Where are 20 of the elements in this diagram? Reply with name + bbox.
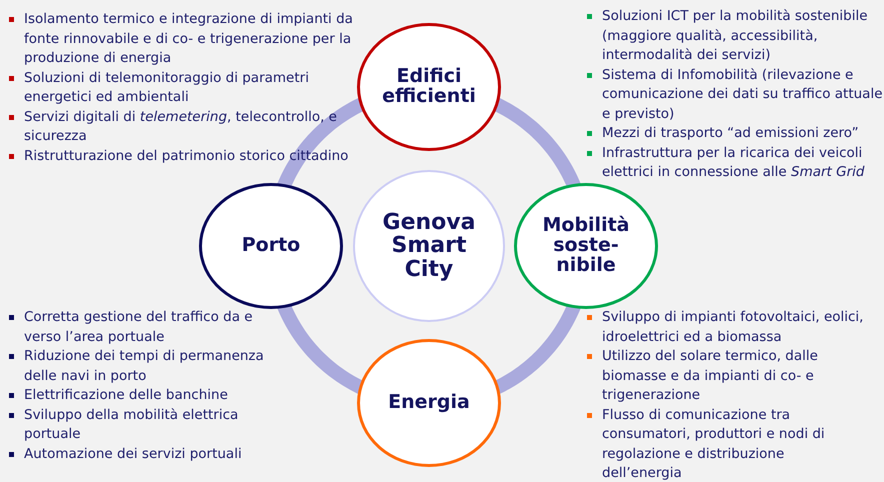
bullet-item: Corretta gestione del traffico da e verso l’area portuale bbox=[8, 308, 293, 347]
bullet-item: Isolamento termico e integrazione di impianti da fonte rinnovabile e di co- e trigenerazione per la produzione di energia bbox=[8, 10, 353, 68]
bullet-item: Sistema di Infomobilità (rilevazione e comunicazione dei dati su traffico attuale e previsto) bbox=[586, 66, 884, 124]
bullet-item: Elettrificazione delle banchine bbox=[8, 386, 293, 406]
bullet-item: Soluzioni ICT per la mobilità sostenibile (maggiore qualità, accessibilità, intermodalità dei servizi) bbox=[586, 7, 884, 66]
bullet-item: Servizi digitali di telemetering, telecontrollo, e sicurezza bbox=[8, 108, 353, 146]
bullet-item: Flusso di comunicazione tra consumatori, produttori e nodi di regolazione e distribuzione dell’energia bbox=[586, 406, 868, 482]
bullet-item: Automazione dei servizi portuali bbox=[8, 444, 293, 464]
circle-label: Genova Smart City bbox=[382, 211, 476, 281]
circle-label: Edifici efficienti bbox=[381, 67, 477, 107]
bullet-item: Infrastruttura per la ricarica dei veicoli elettrici in connessione alle Smart Grid bbox=[586, 144, 884, 182]
circle-label: Mobilità soste- nibile bbox=[541, 216, 630, 276]
bullet-item: Sviluppo della mobilità elettrica portuale bbox=[8, 406, 293, 444]
bullet-item: Riduzione dei tempi di permanenza delle navi in porto bbox=[8, 347, 293, 386]
bullet-item: Sviluppo di impianti fotovoltaici, eolici, idroelettrici ed a biomassa bbox=[586, 308, 868, 347]
bullet-item: Ristrutturazione del patrimonio storico cittadino bbox=[8, 146, 353, 166]
circle-label: Porto bbox=[240, 236, 302, 256]
circle-label: Energia bbox=[387, 393, 471, 413]
bullet-item: Utilizzo del solare termico, dalle biomasse e da impianti di co- e trigenerazione bbox=[586, 347, 868, 406]
bullet-item: Mezzi di trasporto “ad emissioni zero” bbox=[586, 124, 884, 144]
